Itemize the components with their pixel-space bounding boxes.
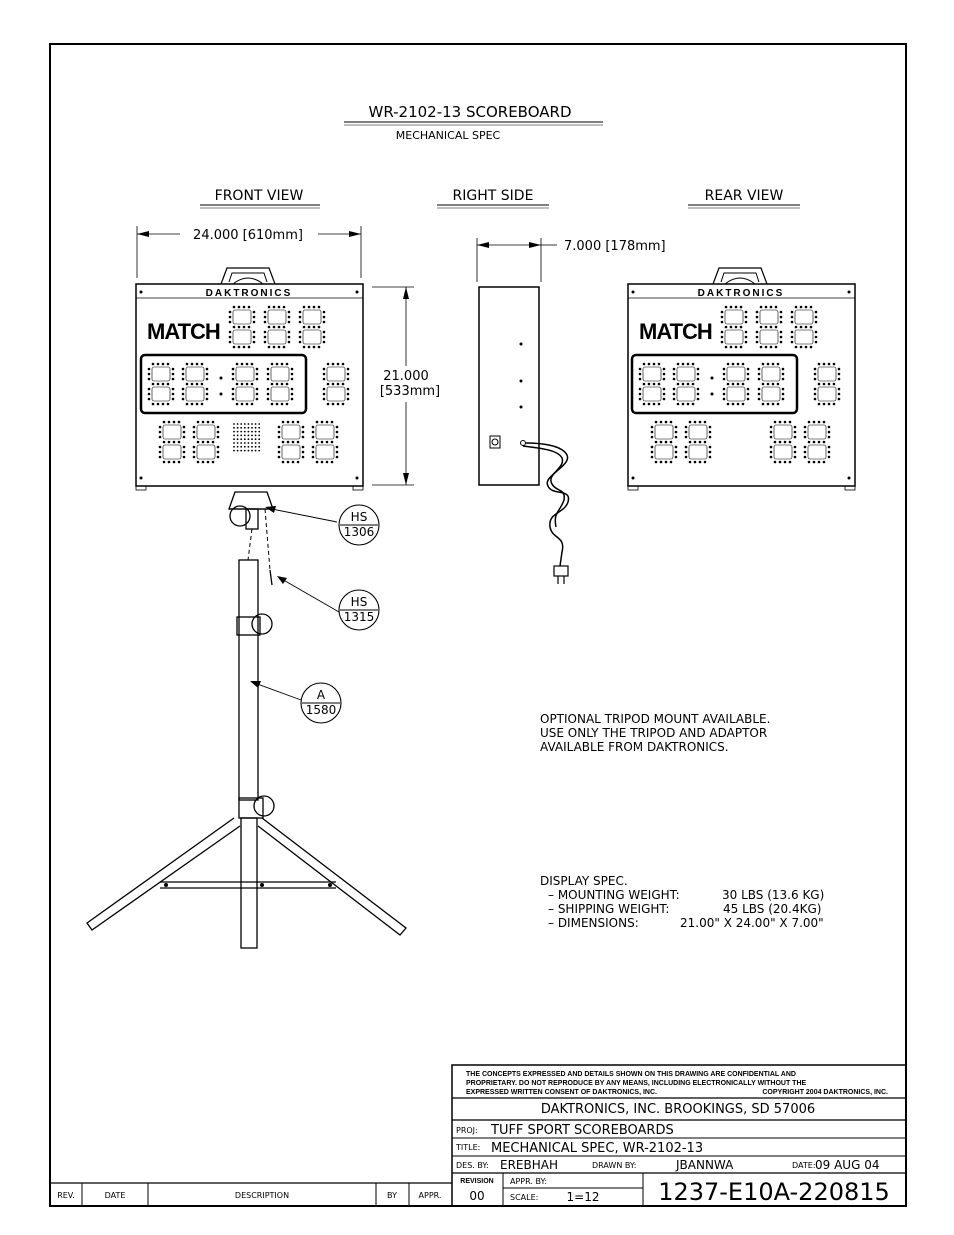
svg-text:HS: HS [351, 510, 368, 524]
project-name: TUFF SPORT SCOREBOARDS [490, 1123, 674, 1138]
svg-text:OPTIONAL TRIPOD MOUNT AVAILABL: OPTIONAL TRIPOD MOUNT AVAILABLE. [540, 712, 770, 726]
svg-text:DATE:: DATE: [792, 1161, 816, 1170]
svg-text:1580: 1580 [306, 703, 337, 717]
drawing-title: WR-2102-13 SCOREBOARD [368, 103, 571, 121]
drawing-subtitle: MECHANICAL SPEC [396, 129, 501, 142]
sheet-border [49, 43, 907, 1207]
svg-text:DES. BY:: DES. BY: [456, 1161, 489, 1170]
title-block: THE CONCEPTS EXPRESSED AND DETAILS SHOWN… [451, 1064, 907, 1207]
svg-text:SCALE:: SCALE: [510, 1193, 538, 1202]
drawing-date: 09 AUG 04 [815, 1158, 879, 1172]
svg-text:USE ONLY THE TRIPOD AND ADAPTO: USE ONLY THE TRIPOD AND ADAPTOR [540, 726, 767, 740]
svg-text:DESCRIPTION: DESCRIPTION [235, 1191, 289, 1200]
svg-text:DATE: DATE [105, 1191, 126, 1200]
drawing-number: 1237-E10A-220815 [658, 1178, 890, 1206]
speaker-grille-dots [233, 423, 261, 452]
scale-value: 1=12 [567, 1190, 600, 1204]
svg-text:30 LBS (13.6 KG): 30 LBS (13.6 KG) [722, 888, 824, 902]
svg-text:TITLE:: TITLE: [455, 1143, 480, 1152]
drawn-by: JBANNWA [675, 1158, 734, 1172]
callout-a-1580: A 1580 [300, 682, 342, 724]
svg-text:THE CONCEPTS EXPRESSED AND DET: THE CONCEPTS EXPRESSED AND DETAILS SHOWN… [466, 1071, 796, 1078]
svg-text:APPR.: APPR. [419, 1191, 442, 1200]
depth-dimension: 7.000 [178mm] [564, 239, 666, 254]
designer: EREBHAH [500, 1158, 558, 1172]
display-spec-heading: DISPLAY SPEC. [540, 874, 628, 888]
svg-text:45 LBS (20.4KG): 45 LBS (20.4KG) [723, 902, 821, 916]
front-brand: DAKTRONICS [206, 288, 293, 299]
company-line: DAKTRONICS, INC. BROOKINGS, SD 57006 [541, 1102, 815, 1117]
callout-hs-1306: HS 1306 [338, 504, 380, 546]
right-side-scoreboard [478, 286, 570, 584]
drawing-title-field: MECHANICAL SPEC, WR-2102-13 [491, 1141, 703, 1156]
front-view-label: FRONT VIEW [215, 188, 304, 204]
rear-match-label: MATCH [639, 319, 712, 344]
svg-text:21.00" X 24.00" X 7.00": 21.00" X 24.00" X 7.00" [680, 916, 824, 930]
callout-hs-1315: HS 1315 [338, 589, 380, 631]
svg-text:1315: 1315 [344, 610, 375, 624]
rear-view-label: REAR VIEW [705, 188, 784, 204]
display-spec: DISPLAY SPEC. – MOUNTING WEIGHT: 30 LBS … [540, 874, 824, 930]
svg-text:APPR. BY:: APPR. BY: [510, 1177, 547, 1186]
svg-text:PROJ:: PROJ: [456, 1126, 478, 1135]
svg-text:REVISION: REVISION [460, 1178, 493, 1185]
right-side-label: RIGHT SIDE [453, 188, 534, 204]
revision-table: REV. DATE DESCRIPTION BY APPR. [50, 1182, 452, 1206]
tripod [86, 491, 407, 949]
svg-text:EXPRESSED WRITTEN CONSENT OF D: EXPRESSED WRITTEN CONSENT OF DAKTRONICS,… [466, 1089, 657, 1096]
svg-text:DRAWN BY:: DRAWN BY: [592, 1161, 636, 1170]
svg-text:REV.: REV. [57, 1191, 75, 1200]
svg-text:COPYRIGHT 2004 DAKTRONICS, INC: COPYRIGHT 2004 DAKTRONICS, INC. [762, 1089, 888, 1096]
revision-number: 00 [469, 1189, 484, 1203]
tripod-note: OPTIONAL TRIPOD MOUNT AVAILABLE. USE ONL… [540, 712, 770, 754]
front-view-scoreboard: DAKTRONICS MATCH [135, 267, 364, 491]
rear-view-scoreboard: DAKTRONICS MATCH [627, 267, 856, 491]
svg-text:1306: 1306 [344, 525, 375, 539]
svg-text:– MOUNTING WEIGHT:: – MOUNTING WEIGHT: [548, 888, 680, 902]
svg-text:PROPRIETARY. DO NOT REPRODUCE: PROPRIETARY. DO NOT REPRODUCE BY ANY MEA… [466, 1080, 807, 1087]
svg-text:BY: BY [387, 1191, 397, 1200]
height-dimension-mm: [533mm] [380, 384, 440, 399]
svg-text:HS: HS [351, 595, 368, 609]
svg-text:– SHIPPING WEIGHT:: – SHIPPING WEIGHT: [548, 902, 669, 916]
svg-text:A: A [317, 688, 326, 702]
height-dimension: 21.000 [383, 369, 429, 384]
svg-text:– DIMENSIONS:: – DIMENSIONS: [548, 916, 639, 930]
svg-text:AVAILABLE FROM DAKTRONICS.: AVAILABLE FROM DAKTRONICS. [540, 740, 729, 754]
width-dimension: 24.000 [610mm] [193, 228, 303, 243]
rear-brand: DAKTRONICS [698, 288, 785, 299]
front-match-label: MATCH [147, 319, 220, 344]
